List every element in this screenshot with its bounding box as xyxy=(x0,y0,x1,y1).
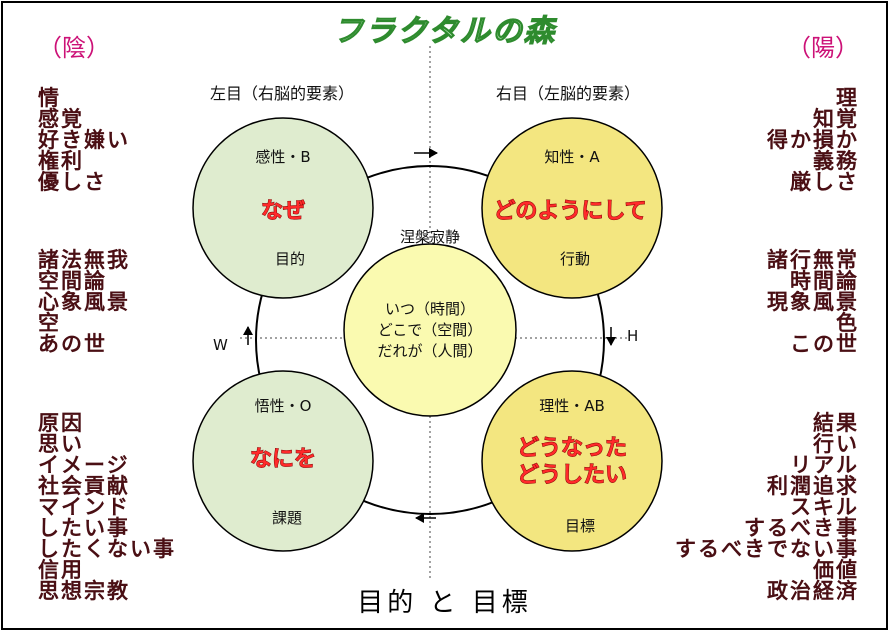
list-item: マインド xyxy=(38,495,130,519)
why-word: なぜ xyxy=(261,199,305,224)
right-list-logic: 理 知覚 得か損か 義務 厳しさ xyxy=(767,88,859,193)
list-item: 思い xyxy=(38,432,84,456)
list-item: 結果 xyxy=(813,411,859,435)
sensibility-type: 感性・B xyxy=(255,148,310,166)
list-item: イメージ xyxy=(38,453,130,477)
right-list-time: 諸行無常 時間論 現象風景 色 この世 xyxy=(767,250,859,355)
list-item: 好き嫌い xyxy=(38,128,130,152)
list-item: 時間論 xyxy=(790,269,859,293)
list-item: 空間論 xyxy=(38,269,107,293)
list-item: この世 xyxy=(790,332,859,356)
list-item: 原因 xyxy=(38,411,84,435)
right-eye-heading: 右目（左脳的要素） xyxy=(496,84,641,103)
list-item: 社会貢献 xyxy=(38,474,130,498)
yang-label: （陽） xyxy=(787,34,859,62)
list-item: 諸行無常 xyxy=(767,248,859,272)
left-list-cause: 原因 思い イメージ 社会貢献 マインド したい事 したくない事 信用 思想宗教 xyxy=(38,413,176,602)
list-item: したくない事 xyxy=(38,537,176,561)
left-list-emotion: 情 感覚 好き嫌い 権利 優しさ xyxy=(38,88,130,193)
action-label: 行動 xyxy=(560,250,590,268)
list-item: 知覚 xyxy=(813,107,859,131)
list-item: 優しさ xyxy=(38,170,107,194)
right-list-result: 結果 行い リアル 利潤追求 スキル するべき事 するべきでない事 価値 政治経… xyxy=(675,413,859,602)
list-item: 権利 xyxy=(38,149,84,173)
intellect-circle xyxy=(481,117,663,299)
list-item: あの世 xyxy=(38,332,107,356)
center-where: どこで（空間） xyxy=(378,321,483,339)
understanding-type: 悟性・O xyxy=(255,397,312,415)
list-item: 色 xyxy=(836,311,859,335)
what-word: なにを xyxy=(250,447,316,472)
list-item: リアル xyxy=(790,453,859,477)
center-who: だれが（人間） xyxy=(377,342,482,360)
result-word-line1: どうなった xyxy=(517,436,627,461)
list-item: 行い xyxy=(813,432,859,456)
list-item: 得か損か xyxy=(767,128,859,152)
list-item: 信用 xyxy=(38,558,84,582)
yin-label: （陰） xyxy=(38,34,110,62)
issue-label: 課題 xyxy=(272,509,302,527)
list-item: するべき事 xyxy=(744,516,859,540)
list-item: 心象風景 xyxy=(38,290,130,314)
left-list-space: 諸法無我 空間論 心象風景 空 あの世 xyxy=(38,250,130,355)
left-eye-heading: 左目（右脳的要素） xyxy=(210,84,355,103)
list-item: 義務 xyxy=(813,149,859,173)
center-when: いつ（時間） xyxy=(385,300,475,318)
reason-circle xyxy=(481,370,663,552)
list-item: 現象風景 xyxy=(767,290,859,314)
intellect-type: 知性・A xyxy=(544,148,600,166)
sensibility-circle xyxy=(192,117,374,299)
result-word-line2: どうしたい xyxy=(517,463,627,488)
cycle-ring xyxy=(255,165,605,515)
page-title: フラクタルの森 xyxy=(332,13,556,49)
list-item: したい事 xyxy=(38,516,130,540)
reason-type: 理性・AB xyxy=(539,397,605,415)
list-item: 情 xyxy=(38,86,61,110)
list-item: 感覚 xyxy=(38,107,84,131)
list-item: 空 xyxy=(38,311,61,335)
goal-label: 目標 xyxy=(565,517,595,535)
list-item: スキル xyxy=(790,495,859,519)
list-item: 諸法無我 xyxy=(38,248,130,272)
list-item: するべきでない事 xyxy=(675,537,859,561)
list-item: 利潤追求 xyxy=(767,474,859,498)
understanding-circle xyxy=(192,370,374,552)
bottom-caption: 目的 と 目標 xyxy=(357,588,532,618)
w-axis-label: W xyxy=(213,336,228,354)
h-axis-label: H xyxy=(627,327,638,345)
list-item: 価値 xyxy=(813,558,859,582)
list-item: 理 xyxy=(836,86,859,110)
center-circle xyxy=(343,243,517,417)
purpose-label: 目的 xyxy=(275,250,305,268)
how-word: どのようにして xyxy=(493,199,646,224)
list-item: 思想宗教 xyxy=(38,579,130,603)
list-item: 厳しさ xyxy=(790,170,859,194)
center-top-label: 涅槃寂静 xyxy=(400,228,460,246)
list-item: 政治経済 xyxy=(767,579,859,603)
